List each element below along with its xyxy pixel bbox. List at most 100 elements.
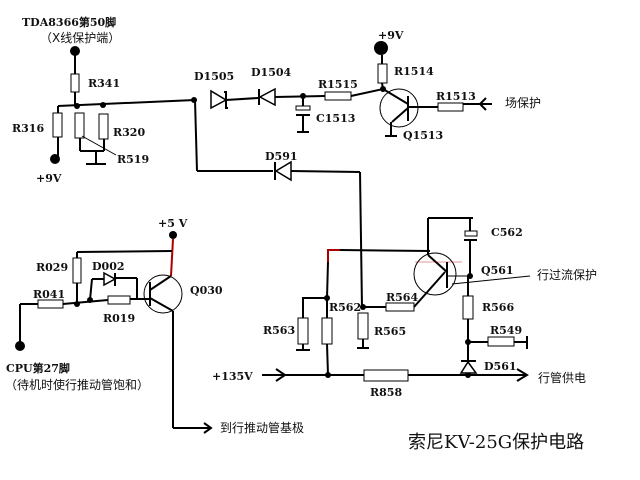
wire bbox=[290, 170, 361, 173]
wire bbox=[57, 99, 196, 107]
emitter-lead bbox=[427, 254, 448, 273]
label-r316: R316 bbox=[12, 122, 44, 135]
resistor-r316 bbox=[52, 112, 63, 138]
h-overcurrent-label: 行过流保护 bbox=[537, 268, 597, 282]
diagram-title: 索尼KV-25G保护电路 bbox=[408, 432, 584, 453]
label-r562: R562 bbox=[329, 301, 361, 314]
plus9v-left-label: +9V bbox=[36, 172, 62, 185]
wire bbox=[326, 343, 329, 376]
field-protect-label: 场保护 bbox=[505, 96, 541, 110]
zener-diode-d561 bbox=[459, 360, 478, 374]
label-r564: R564 bbox=[386, 291, 418, 304]
emitter-lead bbox=[149, 297, 174, 312]
to-driver-base-label: 到行推动管基极 bbox=[220, 420, 304, 435]
label-r029: R029 bbox=[36, 261, 68, 274]
label-r019: R019 bbox=[103, 312, 135, 325]
label-r1514: R1514 bbox=[394, 65, 434, 78]
label-r563: R563 bbox=[263, 324, 295, 337]
cpu-pin-terminal bbox=[15, 341, 25, 351]
tda8366-note-label: （X线保护端） bbox=[40, 31, 120, 45]
label-q1513: Q1513 bbox=[403, 129, 443, 142]
transistor-q561 bbox=[413, 252, 457, 296]
plus9v-top-label: +9V bbox=[378, 29, 404, 42]
plus5v-terminal bbox=[169, 231, 177, 239]
label-r320: R320 bbox=[113, 126, 145, 139]
wire bbox=[225, 97, 259, 101]
label-c562: C562 bbox=[491, 226, 523, 239]
resistor-r1515 bbox=[324, 91, 352, 101]
diode-d1504 bbox=[258, 87, 276, 107]
resistor-r566 bbox=[462, 295, 474, 320]
capacitor-c1513 bbox=[295, 105, 311, 111]
wire bbox=[413, 271, 446, 308]
wire bbox=[194, 99, 198, 172]
arrow-field-protect bbox=[478, 97, 487, 111]
arrow-h-supply bbox=[516, 368, 529, 382]
wire bbox=[359, 171, 363, 309]
emitter-lead bbox=[391, 107, 409, 123]
junction bbox=[191, 97, 197, 103]
label-d591: D591 bbox=[265, 150, 298, 163]
arrow-plus135v bbox=[275, 368, 287, 382]
label-d1504: D1504 bbox=[251, 66, 292, 79]
plus9v-terminal-top bbox=[374, 41, 388, 55]
label-r566: R566 bbox=[482, 301, 514, 314]
label-r549: R549 bbox=[490, 324, 522, 337]
resistor-r563 bbox=[297, 317, 309, 345]
label-r519: R519 bbox=[117, 153, 149, 166]
label-d1505: D1505 bbox=[194, 70, 234, 83]
resistor-r041 bbox=[37, 299, 64, 309]
resistor-r565 bbox=[357, 312, 369, 340]
transistor-q030 bbox=[143, 274, 183, 314]
cpu-pin-label: CPU第27脚 bbox=[6, 361, 70, 375]
wire bbox=[339, 249, 431, 252]
wire bbox=[326, 261, 329, 299]
plus9v-terminal-left bbox=[50, 154, 60, 164]
h-supply-label: 行管供电 bbox=[538, 370, 586, 385]
tda8366-pin-label: TDA8366第50脚 bbox=[22, 15, 116, 29]
label-d561: D561 bbox=[484, 360, 517, 373]
junction bbox=[100, 102, 106, 108]
resistor-r019 bbox=[107, 295, 131, 305]
label-r341: R341 bbox=[88, 77, 120, 90]
resistor-r564 bbox=[385, 302, 415, 312]
diode-d591 bbox=[274, 160, 292, 182]
resistor-r320 bbox=[98, 113, 109, 140]
resistor-r029 bbox=[72, 257, 82, 284]
resistor-r519 bbox=[74, 112, 85, 139]
label-r565: R565 bbox=[374, 325, 406, 338]
resistor-r1513 bbox=[437, 102, 464, 112]
label-r1515: R1515 bbox=[318, 78, 358, 91]
arrow-to-driver-base bbox=[203, 422, 213, 434]
label-r858: R858 bbox=[370, 386, 402, 399]
collector-lead bbox=[149, 275, 172, 291]
capacitor-c562 bbox=[464, 230, 478, 237]
wire bbox=[89, 278, 93, 301]
wire bbox=[327, 249, 340, 262]
plus5v-label: +5 V bbox=[158, 217, 188, 230]
label-d002: D002 bbox=[92, 260, 125, 273]
label-q561: Q561 bbox=[481, 264, 514, 277]
collector-lead bbox=[382, 88, 409, 105]
wire bbox=[62, 299, 109, 305]
resistor-r1514 bbox=[377, 63, 388, 84]
zener-diode-d002 bbox=[103, 271, 117, 287]
wire bbox=[170, 238, 174, 277]
plus135v-label: +135V bbox=[212, 370, 253, 383]
label-r1513: R1513 bbox=[436, 90, 476, 103]
resistor-r341 bbox=[70, 73, 80, 93]
cpu-note-label: （待机时使行推动管饱和） bbox=[5, 377, 149, 392]
wire bbox=[350, 88, 384, 97]
label-r041: R041 bbox=[33, 288, 65, 301]
zener-diode-d1505 bbox=[210, 89, 228, 110]
label-q030: Q030 bbox=[190, 284, 223, 297]
wire bbox=[302, 297, 327, 318]
wire bbox=[274, 95, 326, 98]
resistor-r562 bbox=[321, 317, 333, 345]
label-c1513: C1513 bbox=[316, 112, 355, 125]
resistor-r549 bbox=[487, 336, 515, 347]
resistor-r858 bbox=[363, 369, 409, 382]
wire bbox=[76, 250, 173, 253]
junction bbox=[74, 103, 80, 109]
